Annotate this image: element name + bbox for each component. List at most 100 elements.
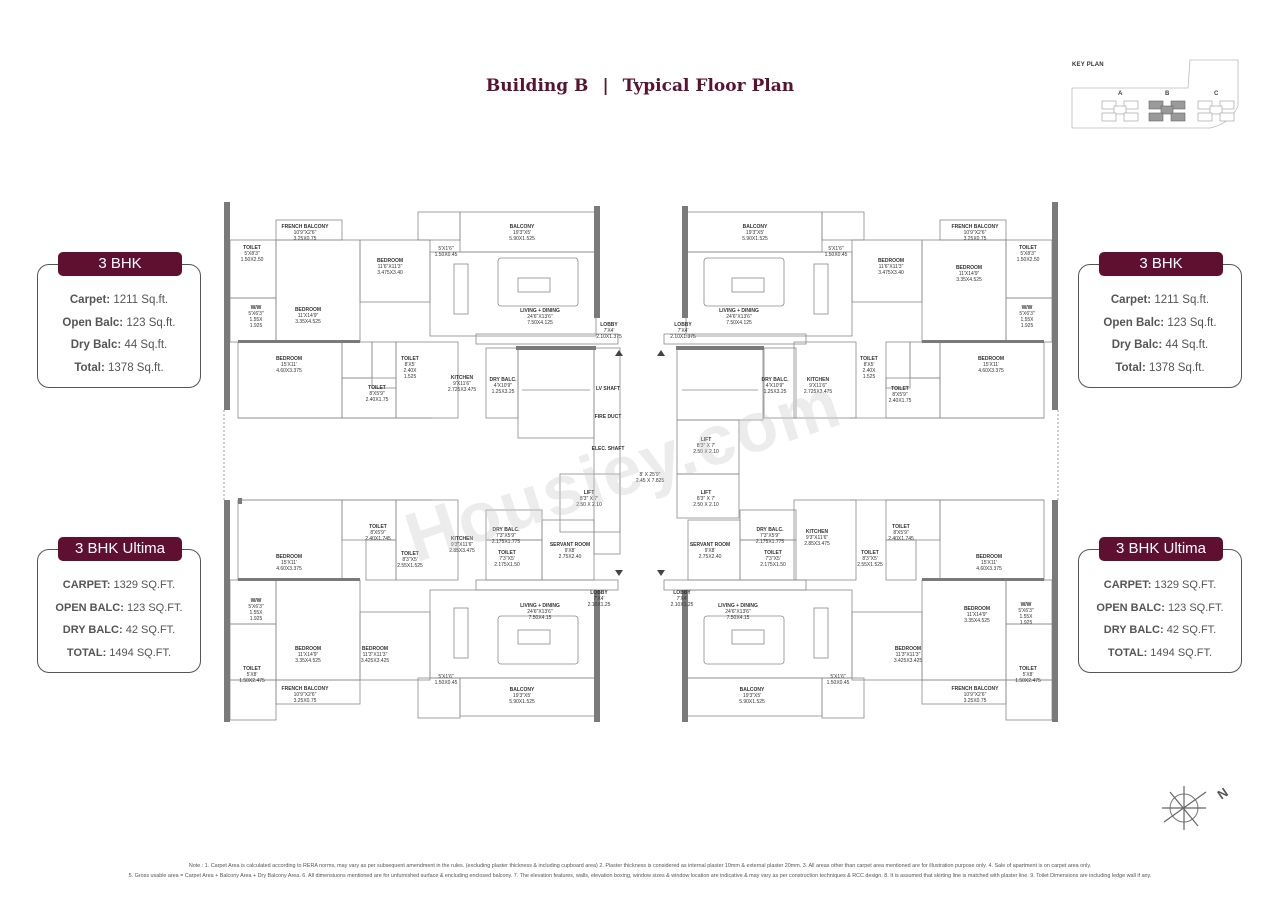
- room-name: BALCONY: [742, 224, 768, 230]
- title-separator: |: [602, 76, 609, 96]
- room-dimension-imperial: 7'3"X5': [499, 556, 515, 562]
- room-dimension-metric: 4.60X3.375: [978, 368, 1004, 374]
- key-plan-outline: [1071, 59, 1239, 129]
- room-name: FRENCH BALCONY: [951, 224, 999, 230]
- room-dimension-metric: 7.50X4.15: [726, 615, 750, 621]
- note-line-2: 5. Gross usable area = Carpet Area + Bal…: [128, 873, 1152, 879]
- room-name: FRENCH BALCONY: [281, 686, 329, 692]
- total-area: Total: 1378 Sq.ft.: [1115, 361, 1205, 374]
- room-dimension-imperial: 5'X8': [246, 672, 258, 678]
- room-dimension-metric: 2.175X1.50: [494, 562, 520, 568]
- carpet-area: Carpet: 1211 Sq.ft.: [69, 294, 169, 306]
- open-balcony-area: Open Balc: 123 Sq.ft.: [1103, 316, 1217, 329]
- room-dimension-metric: 2.725X3.475: [803, 389, 833, 395]
- room-dimension-imperial: 5'X6'3": [1019, 311, 1035, 317]
- room-dimension-metric: 2.10X1.375: [596, 334, 622, 340]
- room-name: BEDROOM: [975, 554, 1003, 560]
- room-name: LOBBY: [674, 322, 692, 328]
- room-dimension-metric: 2.725X3.475: [447, 387, 477, 393]
- room-name: FIRE DUCT: [594, 414, 622, 420]
- room-dimension-imperial: 7'X4': [676, 596, 688, 602]
- room-dimension-imperial: 24'6"X13'6": [527, 609, 553, 615]
- room-dimension-metric: 4.60X3.375: [976, 566, 1002, 572]
- room-label: 8' X 25'9"2.45 X 7.825: [636, 472, 664, 484]
- room-dimension-metric: 7.50X4.15: [528, 615, 552, 621]
- room-name: TOILET: [892, 524, 910, 530]
- room-name: BEDROOM: [294, 646, 322, 652]
- total-area: Total: 1378 Sq.ft.: [74, 361, 164, 374]
- room-dimension-imperial: 5'X1'6": [828, 246, 844, 252]
- room-name: LIVING + DINING: [718, 603, 758, 609]
- room-dimension-metric: 2.45 X 7.825: [635, 478, 665, 484]
- room-dimension-metric: 2.85X3.475: [449, 548, 475, 554]
- room-dimension-imperial: 15'X11': [281, 560, 297, 566]
- carpet-area: CARPET: 1329 SQ.FT.: [1103, 579, 1217, 591]
- room-name: KITCHEN: [806, 377, 830, 383]
- room-dimension-imperial: 19'3"X5': [742, 693, 762, 699]
- room-dimension-metric: 5.90X1.525: [739, 699, 765, 705]
- room-name: DRY BALC.: [756, 527, 784, 533]
- room-name: TOILET: [861, 550, 879, 556]
- room-label: DRY BALC.7'3"X5'9"2.175X1.775: [492, 527, 520, 545]
- room-dimension-imperial: 9'X8': [564, 548, 576, 554]
- room-dimension-imperial: 24'6"X13'6": [527, 314, 553, 320]
- room-dimension-imperial: 9'X11'6": [453, 381, 471, 387]
- total-area: TOTAL: 1494 SQ.FT.: [1107, 646, 1213, 659]
- room-dimension-metric: 5.90X1.525: [742, 236, 768, 242]
- card-title: 3 BHK Ultima: [58, 537, 182, 561]
- dry-balcony-area: DRY BALC: 42 SQ.FT.: [62, 624, 176, 636]
- room-dimension-imperial: 11'6"X11'3": [377, 264, 403, 270]
- room-dimension-metric: 2.10X1.25: [670, 602, 694, 608]
- room-label: 5'X1'6"1.50X0.45: [435, 246, 458, 258]
- compass-rose-icon: [1162, 786, 1207, 830]
- room-dimension-imperial: 15'X11': [983, 362, 999, 368]
- room-label: 5'X1'6"1.50X0.45: [825, 246, 848, 258]
- card-title: 3 BHK: [58, 252, 182, 276]
- room-dimension-imperial: 11'X14'9": [297, 313, 319, 319]
- room-name: BEDROOM: [361, 646, 389, 652]
- room-name: TOILET: [243, 245, 261, 251]
- room-dimension-imperial: 9'X11'6": [809, 383, 827, 389]
- room-name: LIVING + DINING: [520, 603, 560, 609]
- room-label: 5'X1'6"1.50X0.45: [827, 674, 850, 686]
- room-dimension-metric: 1.25X3.25: [491, 389, 515, 395]
- room-dimension-metric: 3.25X0.75: [963, 236, 987, 242]
- room-dimension-metric: 2.40X1.745: [365, 536, 391, 542]
- room-name: TOILET: [891, 386, 909, 392]
- room-dimension-metric: 3.25X0.75: [293, 698, 317, 704]
- room-dimension-imperial: 10'9"X2'6": [963, 692, 987, 698]
- room-dimension-metric: 2.85X3.475: [804, 541, 830, 547]
- disclaimer-notes: Note : 1. Carpet Area is calculated acco…: [0, 861, 1280, 881]
- room-dimension-metric: 5.90X1.525: [509, 699, 535, 705]
- room-dimension-metric: 3.35X4.525: [295, 658, 321, 664]
- room-label: ELEC. SHAFT: [592, 446, 625, 452]
- room-dimension-imperial: 8'X5': [404, 362, 416, 368]
- room-dimension-imperial: 7'3"X5': [765, 556, 781, 562]
- room-label: DRY BALC.7'3"X5'9"2.175X1.775: [756, 527, 784, 545]
- room-name: BEDROOM: [877, 258, 905, 264]
- room-dimension-metric: 2.55X1.525: [397, 563, 423, 569]
- room-dimension-metric: 2.75X2.40: [558, 554, 582, 560]
- room-dimension-metric: 3.475X3.40: [878, 270, 904, 276]
- room-dimension-metric: 3.475X3.40: [377, 270, 403, 276]
